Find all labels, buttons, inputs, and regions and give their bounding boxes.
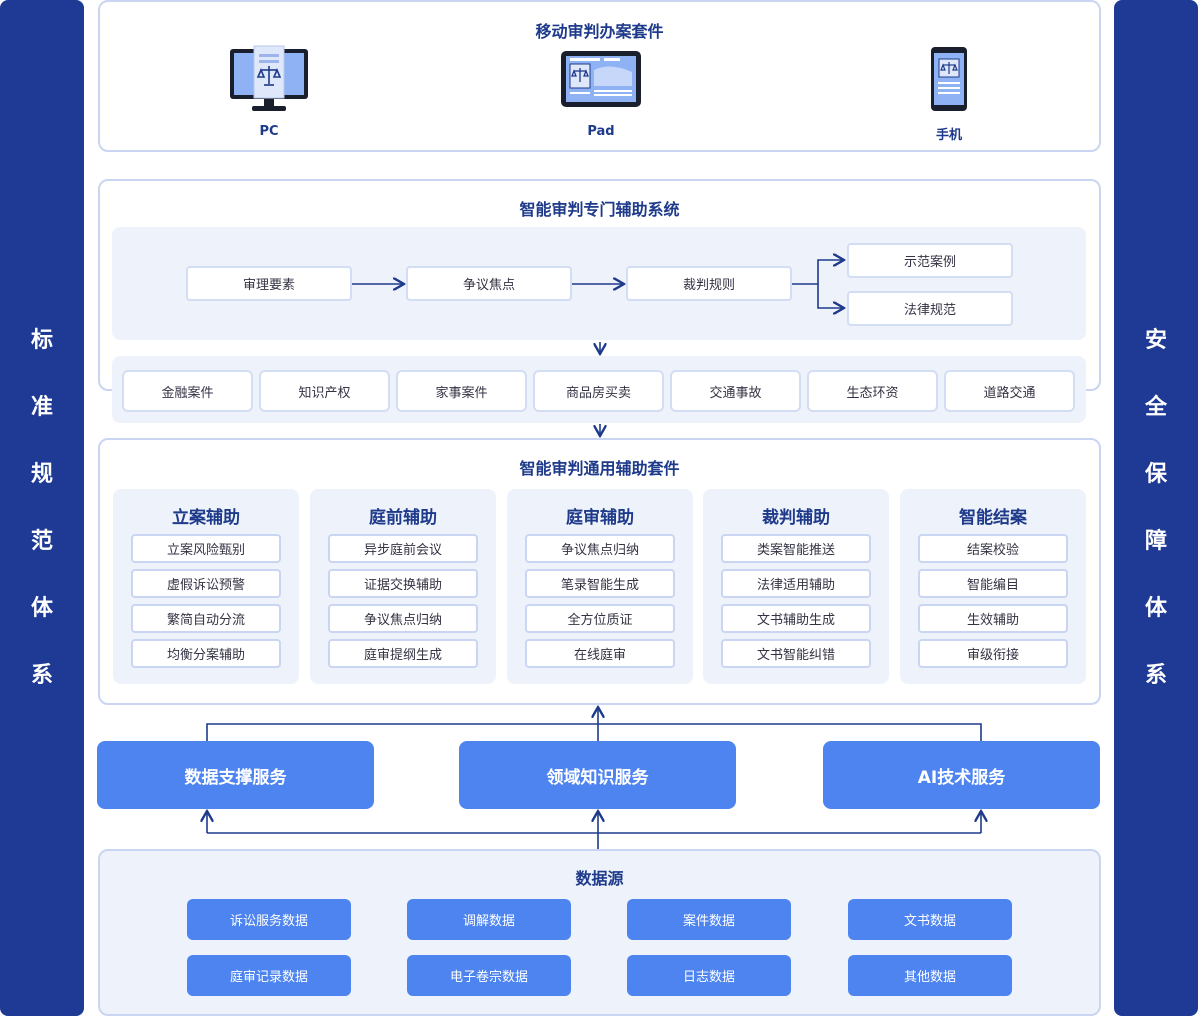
datasource-log: 日志数据 [627, 955, 791, 996]
left-bar-char: 规 [30, 462, 53, 487]
column-filing: 立案辅助 立案风险甄别 虚假诉讼预警 繁简自动分流 均衡分案辅助 [113, 489, 299, 684]
service-data-support: 数据支撑服务 [97, 741, 374, 809]
right-bar-char: 体 [1144, 596, 1167, 621]
left-bar-char: 准 [30, 395, 53, 420]
datasource-case: 案件数据 [627, 899, 791, 940]
left-bar-char: 系 [30, 663, 53, 688]
flow-step-judgment-rules: 裁判规则 [626, 266, 792, 301]
case-type-housing: 商品房买卖 [533, 370, 664, 412]
column-item: 类案智能推送 [721, 534, 871, 563]
column-title: 庭前辅助 [369, 508, 437, 528]
device-label-phone: 手机 [935, 128, 962, 143]
monitor-icon [228, 44, 310, 114]
case-type-finance: 金融案件 [122, 370, 253, 412]
column-pretrial: 庭前辅助 异步庭前会议 证据交换辅助 争议焦点归纳 庭审提纲生成 [310, 489, 496, 684]
standards-system-bar: 标 准 规 范 体 系 [0, 0, 84, 1016]
column-item: 庭审提纲生成 [328, 639, 478, 668]
left-bar-char: 范 [30, 529, 53, 554]
case-type-ip: 知识产权 [259, 370, 390, 412]
datasource-document: 文书数据 [848, 899, 1012, 940]
datasource-litigation: 诉讼服务数据 [187, 899, 351, 940]
column-item: 生效辅助 [918, 604, 1068, 633]
column-item: 文书智能纠错 [721, 639, 871, 668]
column-item: 异步庭前会议 [328, 534, 478, 563]
column-item: 繁简自动分流 [131, 604, 281, 633]
right-bar-char: 保 [1144, 462, 1167, 487]
left-bar-char: 标 [30, 328, 53, 353]
column-title: 裁判辅助 [762, 508, 830, 528]
column-item: 均衡分案辅助 [131, 639, 281, 668]
branch-legal-norms: 法律规范 [847, 291, 1013, 326]
right-bar-char: 安 [1144, 328, 1167, 353]
device-label-pad: Pad [587, 124, 615, 139]
right-bar-char: 系 [1144, 663, 1167, 688]
mobile-suite-title: 移动审判办案套件 [535, 22, 664, 41]
column-item: 证据交换辅助 [328, 569, 478, 598]
case-type-road-traffic: 道路交通 [944, 370, 1075, 412]
datasource-other: 其他数据 [848, 955, 1012, 996]
right-bar-char: 障 [1144, 529, 1167, 554]
mobile-suite-panel: 移动审判办案套件 PC [98, 0, 1101, 152]
tablet-icon [560, 50, 642, 108]
branch-model-cases: 示范案例 [847, 243, 1013, 278]
left-bar-char: 体 [30, 596, 53, 621]
column-title: 庭审辅助 [566, 508, 634, 528]
column-closing: 智能结案 结案校验 智能编目 生效辅助 审级衔接 [900, 489, 1086, 684]
column-item: 争议焦点归纳 [525, 534, 675, 563]
column-item: 文书辅助生成 [721, 604, 871, 633]
service-domain-knowledge: 领域知识服务 [459, 741, 736, 809]
column-item: 立案风险甄别 [131, 534, 281, 563]
service-ai-tech: AI技术服务 [823, 741, 1100, 809]
column-item: 智能编目 [918, 569, 1068, 598]
column-item: 在线庭审 [525, 639, 675, 668]
datasource-title: 数据源 [575, 869, 624, 888]
case-type-family: 家事案件 [396, 370, 527, 412]
column-item: 全方位质证 [525, 604, 675, 633]
column-trial: 庭审辅助 争议焦点归纳 笔录智能生成 全方位质证 在线庭审 [507, 489, 693, 684]
phone-icon [930, 46, 968, 112]
column-item: 法律适用辅助 [721, 569, 871, 598]
device-label-pc: PC [259, 124, 279, 139]
column-title: 立案辅助 [172, 508, 240, 528]
datasource-mediation: 调解数据 [407, 899, 571, 940]
column-judgment: 裁判辅助 类案智能推送 法律适用辅助 文书辅助生成 文书智能纠错 [703, 489, 889, 684]
column-item: 虚假诉讼预警 [131, 569, 281, 598]
column-item: 结案校验 [918, 534, 1068, 563]
flow-step-dispute-focus: 争议焦点 [406, 266, 572, 301]
security-system-bar: 安 全 保 障 体 系 [1114, 0, 1198, 1016]
flow-step-trial-elements: 审理要素 [186, 266, 352, 301]
column-title: 智能结案 [959, 508, 1027, 528]
column-item: 笔录智能生成 [525, 569, 675, 598]
right-bar-char: 全 [1144, 395, 1167, 420]
column-item: 审级衔接 [918, 639, 1068, 668]
case-type-environment: 生态环资 [807, 370, 938, 412]
general-suite-title: 智能审判通用辅助套件 [519, 459, 680, 478]
column-item: 争议焦点归纳 [328, 604, 478, 633]
special-system-title: 智能审判专门辅助系统 [519, 200, 680, 219]
datasource-e-file: 电子卷宗数据 [407, 955, 571, 996]
case-type-traffic-accident: 交通事故 [670, 370, 801, 412]
datasource-trial-record: 庭审记录数据 [187, 955, 351, 996]
